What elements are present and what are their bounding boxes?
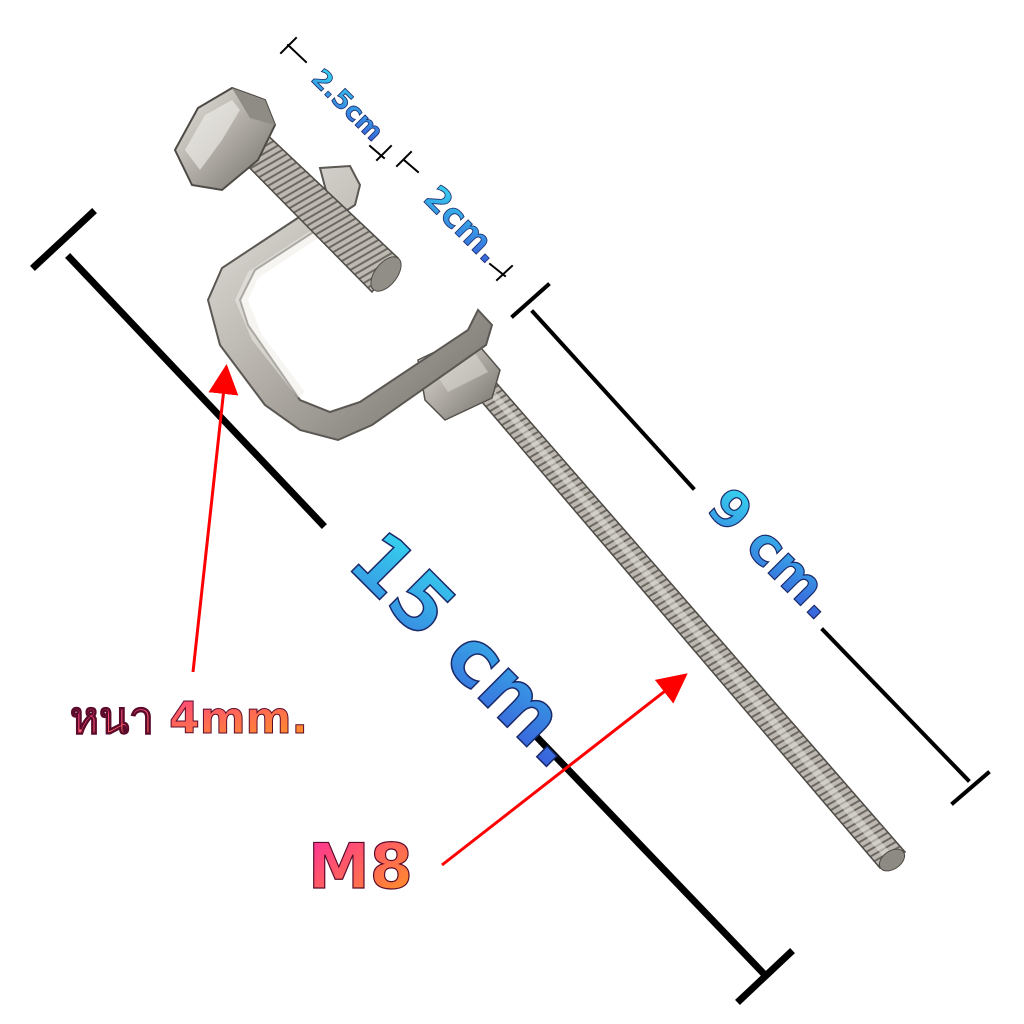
thickness-arrow	[191, 364, 239, 673]
threaded-rod	[468, 377, 907, 872]
dimension-labels: 2.5cm 2cm. 9 cm. 15 cm. หนา 4mm. M8	[70, 63, 852, 903]
callout-arrows	[191, 364, 688, 867]
thread-size-label: M8	[308, 830, 413, 903]
hex-bolt-head	[173, 86, 277, 192]
head-width-label: 2.5cm	[305, 64, 389, 148]
dimension-lines	[30, 36, 991, 1005]
thread-length-label: 9 cm.	[696, 477, 851, 632]
thread-size-arrow	[441, 673, 688, 867]
clamp-gap-label: 2cm.	[416, 178, 509, 271]
clamp-product	[173, 86, 907, 872]
thread-length-dimension	[510, 282, 991, 806]
c-bracket	[206, 164, 494, 442]
overall-length-dimension	[30, 208, 795, 1005]
thickness-label: หนา 4mm.	[70, 693, 308, 744]
clamp-gap-dimension	[395, 150, 514, 282]
overall-length-label: 15 cm.	[332, 515, 603, 786]
head-width-dimension	[279, 36, 393, 162]
